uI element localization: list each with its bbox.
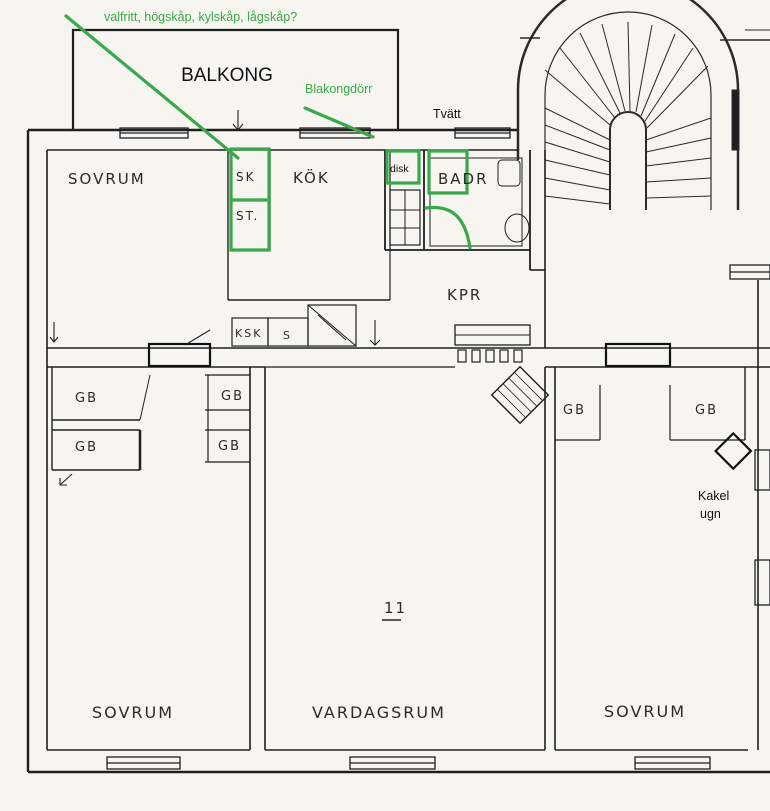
appliances-note: valfritt, högskåp, kylskåp, lågskåp? xyxy=(104,10,297,24)
exterior-walls xyxy=(26,128,770,774)
room-labels: SOVRUM KÖK BADR SK ST. KPR KSK S GB GB G… xyxy=(68,168,718,722)
room-label-ksk: KSK xyxy=(235,327,262,340)
room-label-st: ST. xyxy=(236,209,259,223)
room-number-living-room: 11 xyxy=(384,599,407,617)
balcony: BALKONG xyxy=(71,28,400,130)
room-label-gb-3: GB xyxy=(75,440,98,455)
room-label-bedroom-right: SOVRUM xyxy=(604,702,686,721)
room-label-gb-6: GB xyxy=(695,403,718,418)
room-label-sk: SK xyxy=(236,170,256,184)
room-label-gb-2: GB xyxy=(221,389,244,404)
room-label-s: S xyxy=(283,329,292,342)
windows xyxy=(106,127,770,770)
room-label-bedroom-left: SOVRUM xyxy=(92,703,174,722)
balcony-label: BALKONG xyxy=(181,65,273,86)
staircase xyxy=(516,0,770,210)
green-annotations xyxy=(64,14,472,252)
room-label-kitchen: KÖK xyxy=(293,168,330,187)
stove-note-line1: Kakel xyxy=(698,489,729,503)
marked-boxes xyxy=(147,342,753,471)
room-label-gb-4: GB xyxy=(218,439,241,454)
room-label-bedroom-top: SOVRUM xyxy=(68,170,146,188)
room-label-corridor: KPR xyxy=(447,286,482,304)
room-label-gb-1: GB xyxy=(75,391,98,406)
door-markers xyxy=(49,110,381,486)
dishwasher-note: disk xyxy=(390,163,409,175)
room-label-gb-5: GB xyxy=(563,403,586,418)
stove-note-line2: ugn xyxy=(700,507,721,521)
interior-walls xyxy=(47,150,770,750)
room-label-bathroom: BADR xyxy=(438,170,489,188)
balcony-door-note: Blakongdörr xyxy=(305,82,372,96)
laundry-note: Tvätt xyxy=(433,107,461,121)
room-label-living-room: VARDAGSRUM xyxy=(312,703,446,722)
